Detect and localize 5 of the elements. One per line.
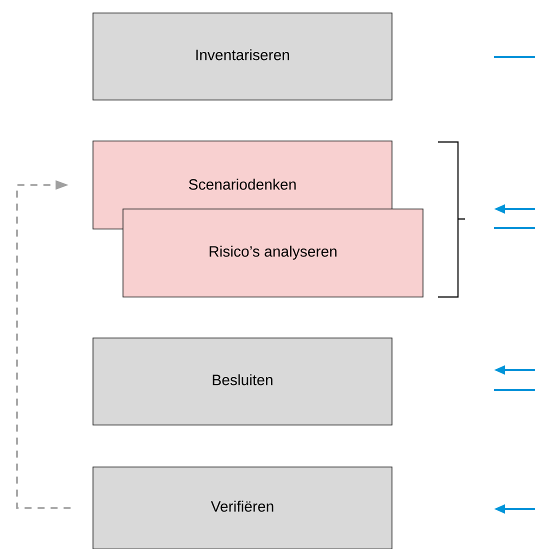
process-box: Besluiten — [92, 338, 392, 426]
process-box: Inventariseren — [92, 12, 392, 100]
arrow — [16, 180, 71, 509]
process-box: Risico’s analyseren — [122, 208, 424, 298]
process-box: Verifiëren — [92, 466, 392, 549]
